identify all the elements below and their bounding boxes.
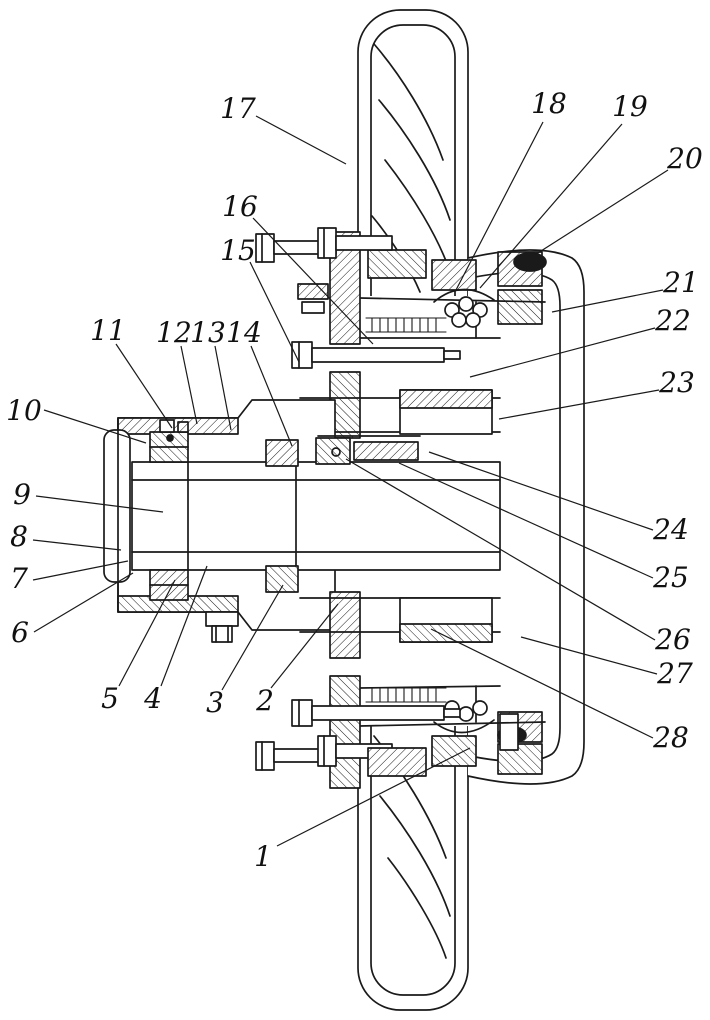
leader-line-17 — [255, 115, 347, 165]
leader-line-9 — [35, 495, 164, 513]
leader-line-1 — [276, 747, 471, 847]
leader-line-22 — [469, 327, 656, 378]
leader-line-23 — [498, 389, 660, 420]
callout-label-25: 25 — [652, 561, 689, 594]
callout-label-22: 22 — [654, 304, 691, 337]
callout-label-1: 1 — [254, 840, 272, 873]
callout-label-12: 12 — [156, 316, 192, 349]
seal-stack — [159, 419, 189, 442]
callout-label-3: 3 — [206, 686, 224, 719]
callout-label-4: 4 — [143, 682, 162, 715]
gear-teeth-lower — [365, 687, 447, 703]
callout-label-11: 11 — [90, 314, 126, 347]
callout-label-15: 15 — [220, 234, 256, 267]
callout-label-26: 26 — [654, 623, 691, 656]
callout-label-14: 14 — [226, 316, 262, 349]
leader-line-7 — [32, 560, 129, 581]
ball-bearing-upper — [433, 288, 495, 328]
leader-line-3 — [221, 584, 284, 691]
drain-plug — [205, 611, 239, 643]
callout-label-8: 8 — [10, 520, 28, 553]
leader-line-28 — [430, 628, 654, 739]
callout-label-2: 2 — [255, 684, 274, 717]
upper-gear-assembly — [255, 227, 501, 439]
leader-line-18 — [455, 121, 544, 291]
leader-line-8 — [32, 539, 122, 551]
leader-line-16 — [252, 217, 374, 345]
leader-line-27 — [520, 636, 658, 675]
leader-line-21 — [551, 289, 664, 313]
callout-label-9: 9 — [13, 478, 31, 511]
callout-label-7: 7 — [10, 562, 28, 595]
leader-line-12 — [180, 345, 198, 425]
leader-line-25 — [398, 462, 654, 579]
callout-label-20: 20 — [666, 142, 703, 175]
callout-label-18: 18 — [531, 87, 567, 120]
callout-label-5: 5 — [101, 682, 119, 715]
axle-shaft — [131, 461, 501, 571]
callout-label-13: 13 — [190, 316, 226, 349]
hub-bearings — [149, 431, 299, 601]
leader-line-14 — [250, 345, 293, 447]
callout-label-10: 10 — [6, 394, 42, 427]
leader-line-26 — [345, 458, 656, 641]
axle-nut-area — [315, 435, 421, 465]
lower-gear-assembly — [255, 591, 501, 789]
leader-line-6 — [33, 572, 134, 633]
callout-label-6: 6 — [11, 616, 29, 649]
leader-line-11 — [115, 343, 173, 429]
leader-line-4 — [160, 565, 208, 687]
leader-line-19 — [479, 123, 623, 289]
callout-label-19: 19 — [612, 90, 648, 123]
gear-teeth-upper — [365, 317, 447, 333]
leader-line-24 — [428, 451, 654, 531]
leader-line-2 — [270, 603, 339, 689]
flange-bolts-upper — [255, 227, 393, 263]
rubber-bushing-upper — [513, 252, 547, 272]
leader-line-13 — [214, 345, 232, 431]
stud-nut — [297, 283, 329, 300]
callout-label-23: 23 — [658, 366, 695, 399]
leader-line-5 — [118, 579, 176, 687]
planet-pin-bolt-lower — [291, 699, 461, 727]
planet-pin-bolt — [291, 341, 461, 369]
leader-line-10 — [43, 409, 147, 444]
callout-label-24: 24 — [652, 513, 689, 546]
callout-label-21: 21 — [662, 266, 699, 299]
callout-label-28: 28 — [652, 721, 689, 754]
leader-line-15 — [249, 261, 300, 363]
callout-label-27: 27 — [656, 657, 693, 690]
leader-line-20 — [529, 169, 669, 259]
callout-label-17: 17 — [220, 92, 256, 125]
callout-label-16: 16 — [222, 190, 258, 223]
